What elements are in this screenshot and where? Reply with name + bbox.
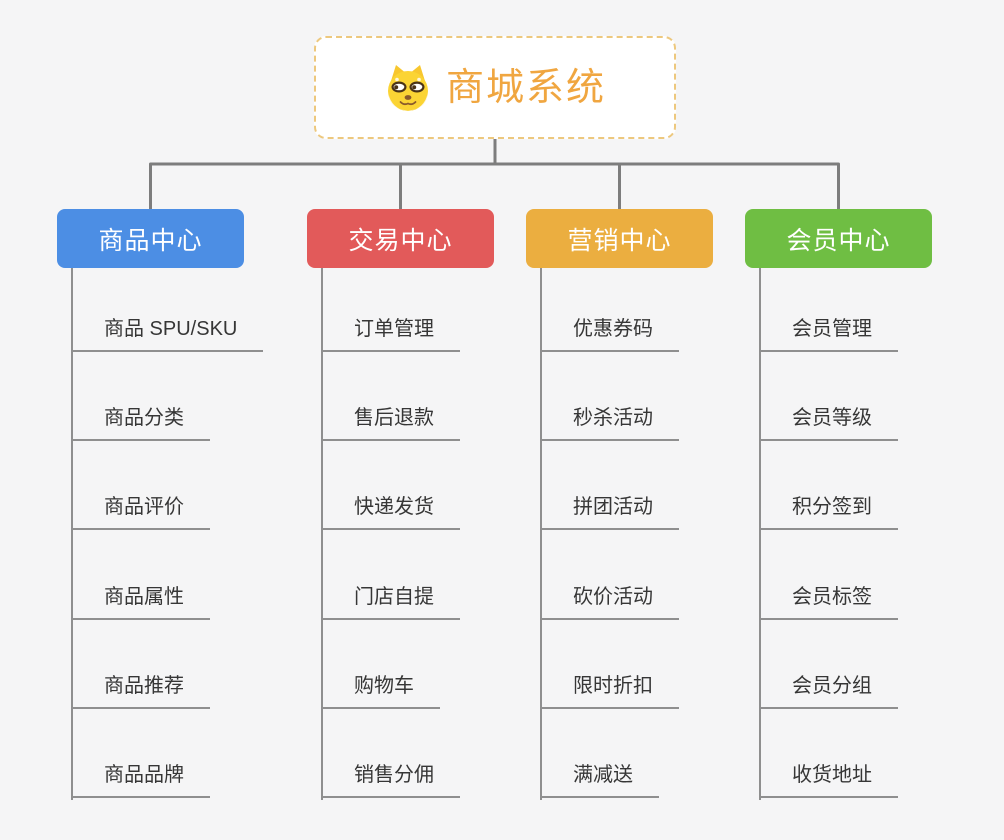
branch-column-members: 会员中心 会员管理 会员等级 积分签到 会员标签 会员分组 收货地址 (745, 209, 1004, 809)
branch-spine (71, 268, 73, 800)
branch-column-products: 商品中心 商品 SPU/SKU 商品分类 商品评价 商品属性 商品推荐 商品品牌 (57, 209, 317, 809)
leaf-node[interactable]: 商品推荐 (71, 671, 210, 709)
root-title: 商城系统 (445, 66, 606, 109)
leaf-node[interactable]: 商品 SPU/SKU (71, 314, 264, 352)
branch-column-marketing: 营销中心 优惠券码 秒杀活动 拼团活动 砍价活动 限时折扣 满减送 (526, 209, 786, 809)
leaf-node[interactable]: 销售分佣 (321, 760, 460, 798)
leaf-node[interactable]: 商品评价 (71, 492, 210, 530)
leaf-node[interactable]: 优惠券码 (540, 314, 679, 352)
leaf-node[interactable]: 拼团活动 (540, 492, 679, 530)
leaf-node[interactable]: 限时折扣 (540, 671, 679, 709)
branch-node-trade-center[interactable]: 交易中心 (307, 209, 494, 268)
doge-icon (384, 63, 432, 113)
branch-spine (759, 268, 761, 800)
leaf-node[interactable]: 商品属性 (71, 582, 210, 620)
branch-column-trade: 交易中心 订单管理 售后退款 快递发货 门店自提 购物车 销售分佣 (307, 209, 567, 809)
leaf-node[interactable]: 满减送 (540, 760, 659, 798)
root-node[interactable]: 商城系统 (314, 36, 676, 139)
leaf-node[interactable]: 积分签到 (759, 492, 898, 530)
branch-node-member-center[interactable]: 会员中心 (745, 209, 932, 268)
tree-connector-lines (149, 137, 840, 211)
leaf-node[interactable]: 售后退款 (321, 403, 460, 441)
leaf-node[interactable]: 购物车 (321, 671, 440, 709)
branch-node-product-center[interactable]: 商品中心 (57, 209, 244, 268)
leaf-node[interactable]: 订单管理 (321, 314, 460, 352)
leaf-node[interactable]: 会员标签 (759, 582, 898, 620)
leaf-node[interactable]: 砍价活动 (540, 582, 679, 620)
leaf-node[interactable]: 商品分类 (71, 403, 210, 441)
leaf-node[interactable]: 收货地址 (759, 760, 898, 798)
leaf-node[interactable]: 会员管理 (759, 314, 898, 352)
leaf-node[interactable]: 会员分组 (759, 671, 898, 709)
leaf-node[interactable]: 商品品牌 (71, 760, 210, 798)
branch-spine (321, 268, 323, 800)
branch-spine (540, 268, 542, 800)
leaf-node[interactable]: 快递发货 (321, 492, 460, 530)
branch-node-marketing-center[interactable]: 营销中心 (526, 209, 713, 268)
leaf-node[interactable]: 会员等级 (759, 403, 898, 441)
leaf-node[interactable]: 秒杀活动 (540, 403, 679, 441)
leaf-node[interactable]: 门店自提 (321, 582, 460, 620)
